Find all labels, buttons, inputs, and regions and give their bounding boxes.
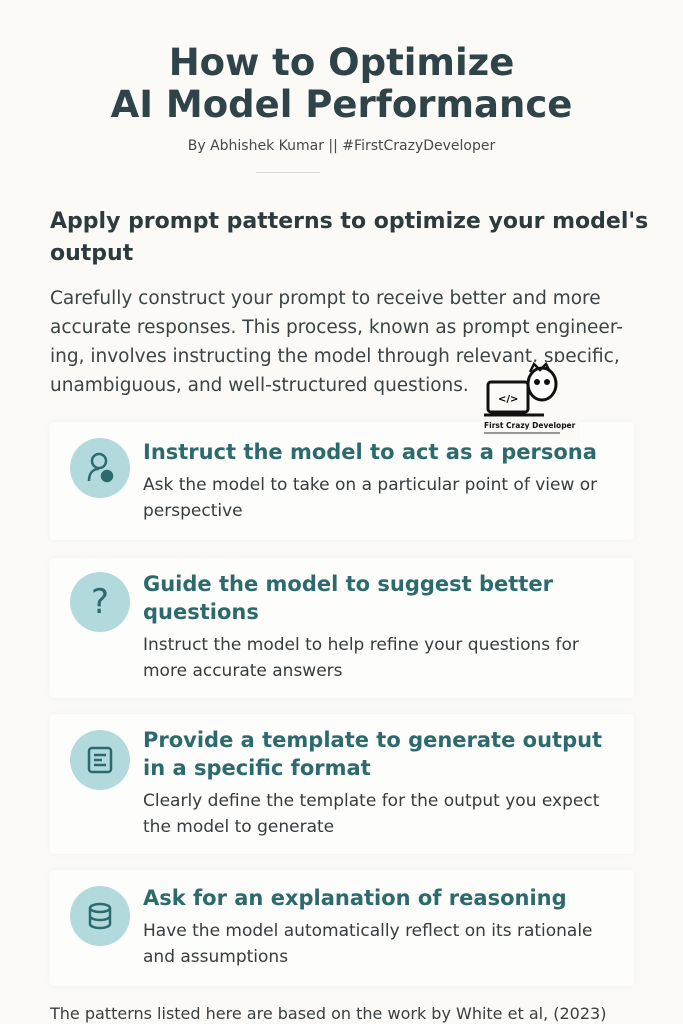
card-title: Provide a template to generate output in…: [143, 728, 603, 780]
logo-name: First Crazy Developer: [484, 421, 576, 430]
first-crazy-developer-logo: </> First Crazy Developer: [480, 361, 580, 440]
persona-icon: [70, 438, 130, 498]
footer-note: The patterns listed here are based on th…: [50, 1004, 607, 1023]
pattern-card-persona: Instruct the model to act as a persona A…: [50, 422, 634, 540]
pattern-card-template: Provide a template to generate output in…: [50, 714, 634, 854]
card-description: Ask the model to take on a particular po…: [143, 475, 598, 521]
template-icon: [70, 730, 130, 790]
card-description: Instruct the model to help refine your q…: [143, 635, 579, 681]
svg-text:</>: </>: [498, 394, 518, 405]
divider: [256, 172, 320, 173]
pattern-card-reasoning: Ask for an explanation of reasoning Have…: [50, 870, 634, 986]
card-title: Ask for an explanation of reasoning: [143, 886, 567, 910]
question-icon: ?: [70, 572, 130, 632]
card-description: Have the model automatically reflect on …: [143, 921, 593, 967]
card-description: Clearly define the template for the outp…: [143, 791, 600, 837]
byline: By Abhishek Kumar || #FirstCrazyDevelope…: [187, 138, 496, 154]
card-title: Instruct the model to act as a persona: [143, 440, 597, 464]
pattern-card-questions: ? Guide the model to suggest better ques…: [50, 558, 634, 698]
card-title: Guide the model to suggest better questi…: [143, 572, 553, 624]
logo-tagline: [484, 432, 560, 434]
title-line-1: How to Optimize: [168, 41, 515, 84]
title-line-2: AI Model Performance: [110, 83, 573, 126]
section-intro: Carefully construct your prompt to recei…: [50, 288, 623, 396]
database-icon: [70, 886, 130, 946]
section-heading: Apply prompt patterns to optimize your m…: [50, 209, 649, 266]
owl-laptop-icon: </>: [484, 361, 558, 417]
